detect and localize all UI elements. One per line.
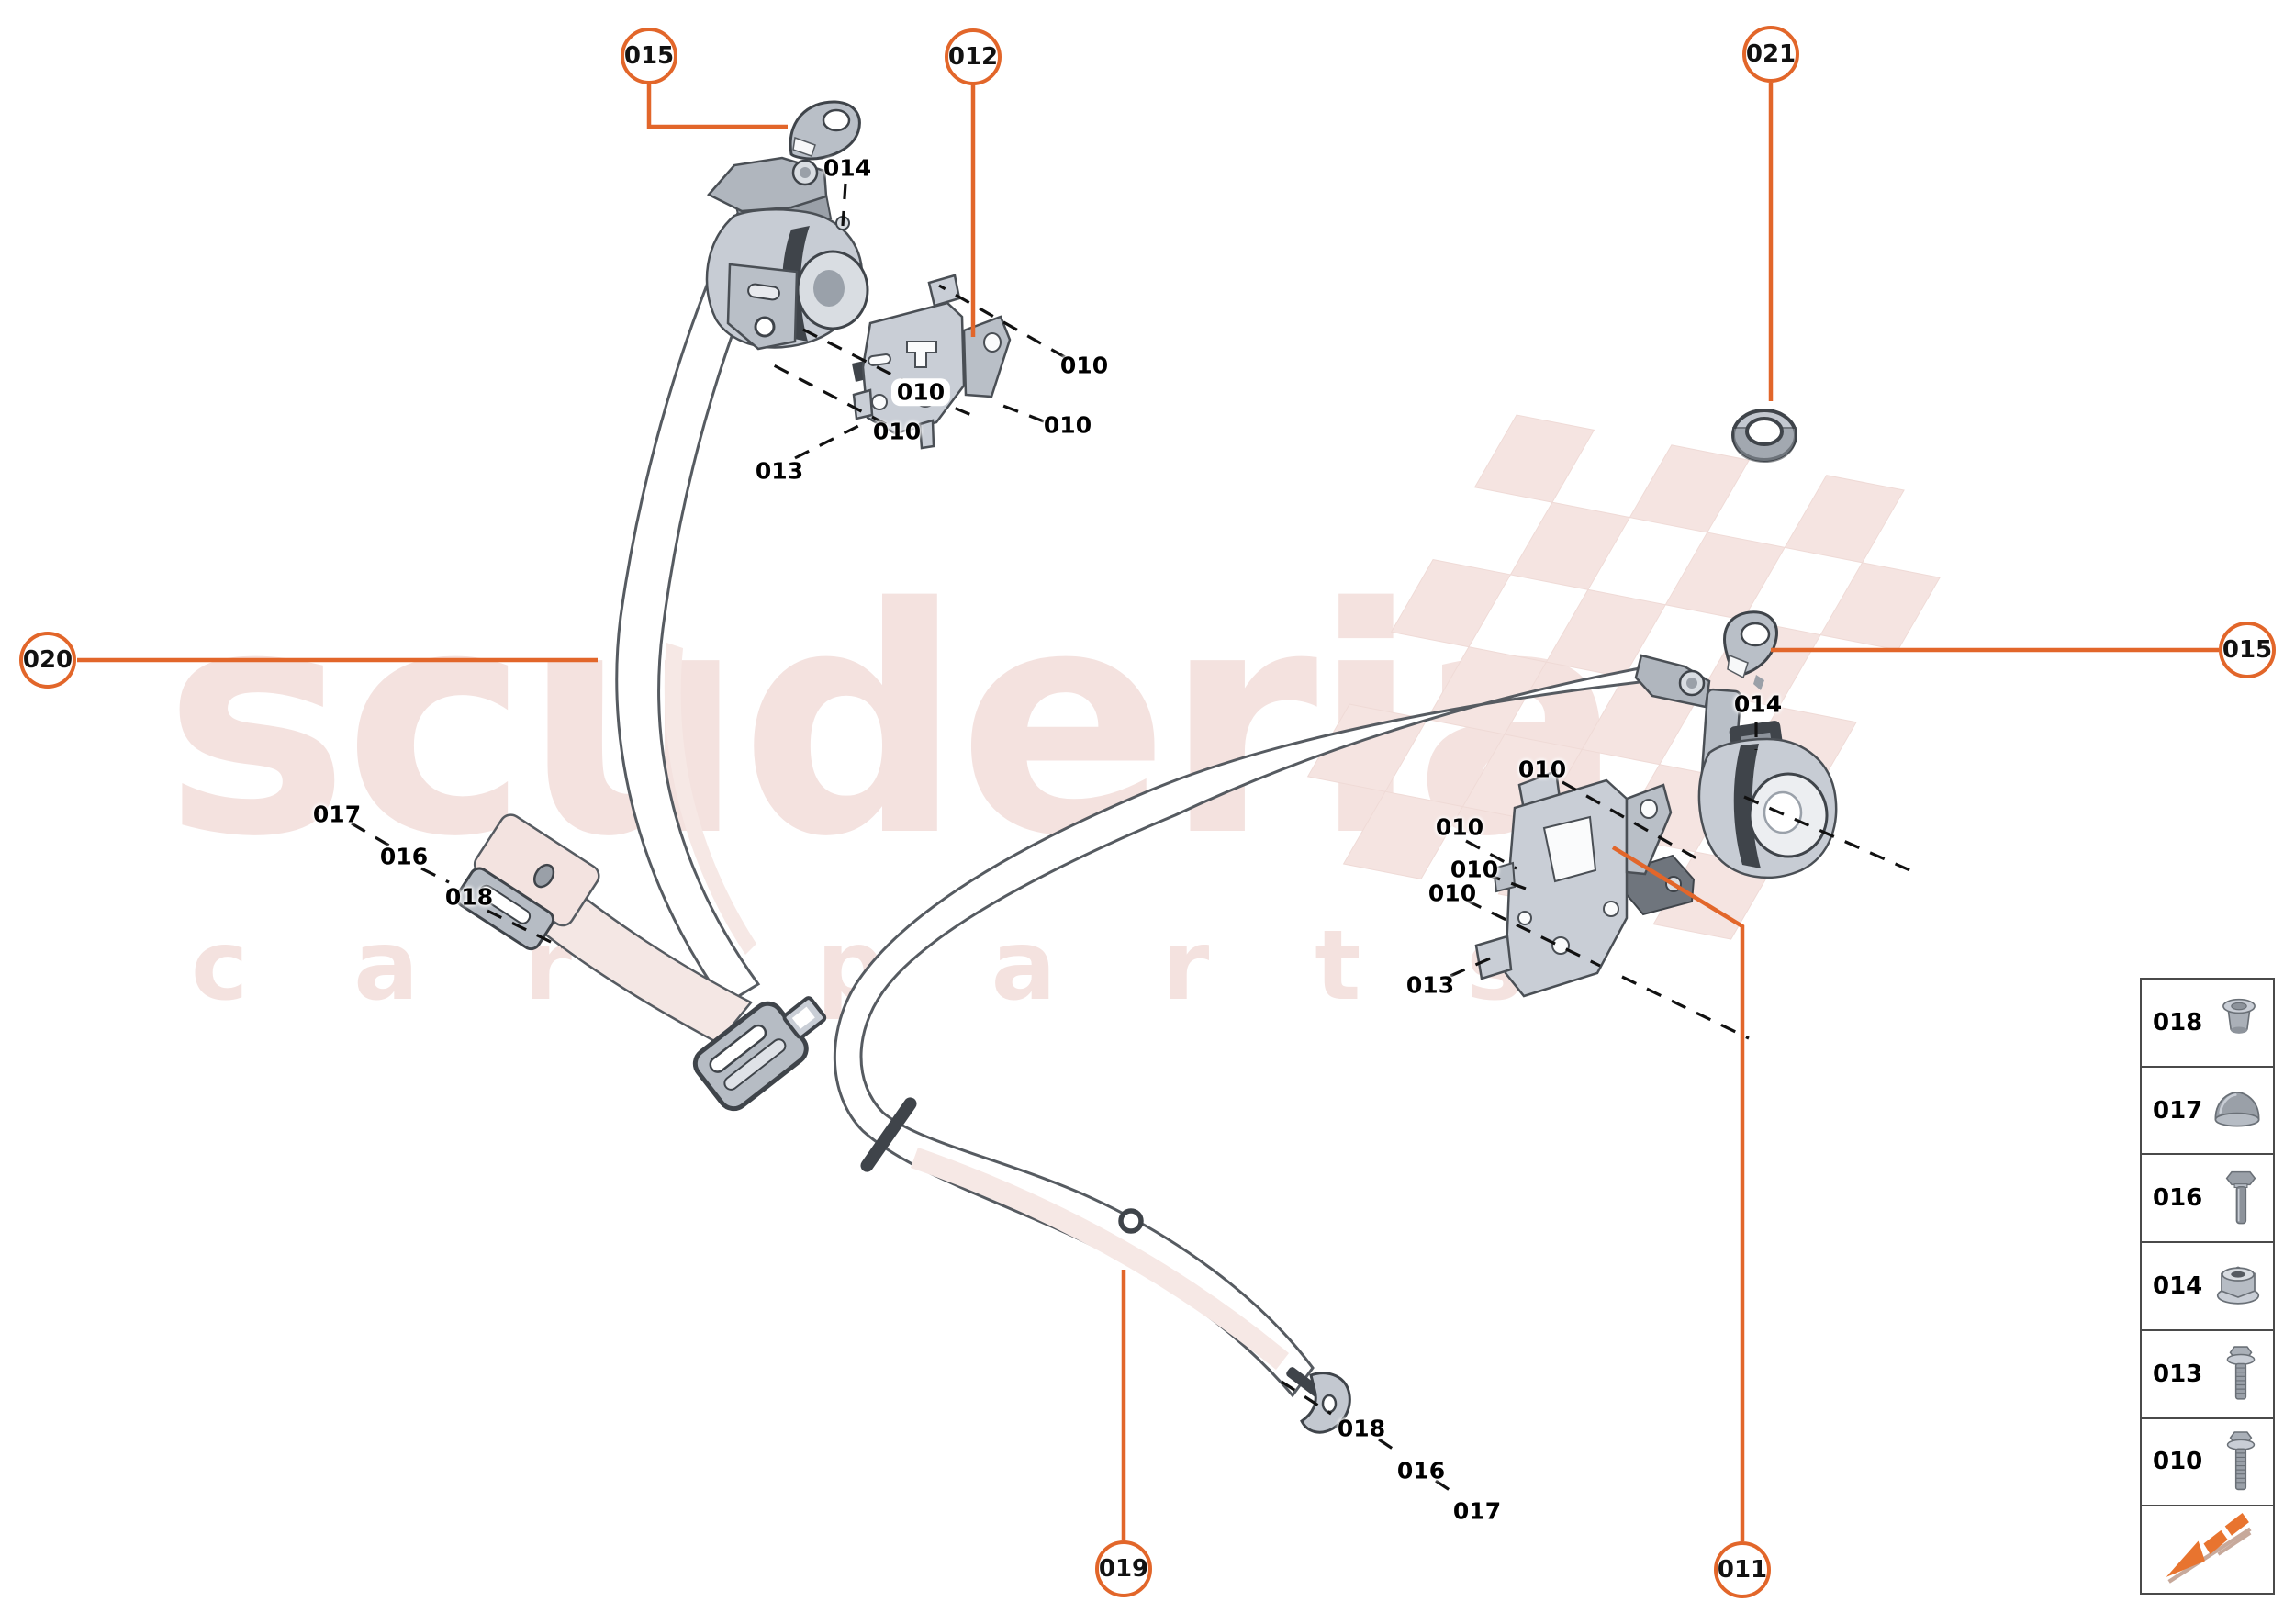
legend-direction-cell [2142, 1506, 2273, 1593]
callout-bubble[interactable]: 021 [1742, 26, 1799, 83]
callout-lines [77, 83, 2219, 1541]
shoulder-belt-left [615, 174, 798, 1007]
legend-row: 018 [2142, 980, 2273, 1068]
callout-bubble[interactable]: 011 [1714, 1541, 1771, 1598]
legend-part-number: 016 [2153, 1184, 2203, 1213]
legend-part-number: 017 [2153, 1096, 2203, 1125]
legend-row: 014 [2142, 1243, 2273, 1331]
flange-bolt-icon [2226, 1431, 2256, 1491]
cap-icon [2214, 1091, 2260, 1127]
spacer-ring [1731, 409, 1797, 464]
legend-row: 013 [2142, 1331, 2273, 1419]
legend-panel: 018 017 016 [2140, 978, 2275, 1595]
sleeve-nut-icon [2222, 998, 2256, 1034]
legend-part-number: 014 [2153, 1272, 2203, 1301]
legend-row: 010 [2142, 1419, 2273, 1507]
legend-part-number: 013 [2153, 1360, 2203, 1388]
legend-row: 017 [2142, 1068, 2273, 1156]
callout-bubble[interactable]: 015 [621, 28, 677, 84]
direction-arrow-icon [2166, 1513, 2252, 1584]
callout-bubble[interactable]: 019 [1095, 1540, 1152, 1597]
buckle-tongue [692, 996, 827, 1112]
left-anchor-strap [455, 813, 753, 1045]
flange-bolt-short-icon [2226, 1346, 2256, 1400]
legend-row: 016 [2142, 1155, 2273, 1244]
belt-grommet [1118, 1208, 1144, 1234]
legend-part-number: 018 [2153, 1008, 2203, 1036]
flange-nut-icon [2216, 1266, 2260, 1305]
pillar-loop-cover-left [789, 100, 861, 161]
callout-bubble[interactable]: 020 [19, 632, 76, 689]
hex-bolt-icon [2225, 1171, 2256, 1225]
retractor-assembly-left [705, 156, 870, 382]
lap-belt-right [833, 665, 1651, 1434]
legend-part-number: 010 [2153, 1448, 2203, 1476]
callout-bubble[interactable]: 012 [945, 28, 1002, 85]
leader-lines [351, 183, 1915, 1497]
callout-bubble[interactable]: 015 [2219, 622, 2276, 678]
belt-stopper-bar [860, 1097, 917, 1172]
belt-end-fitting [1286, 1367, 1351, 1434]
pillar-loop-cover-right [1723, 610, 1778, 690]
mounting-bracket-right [1474, 769, 1673, 998]
